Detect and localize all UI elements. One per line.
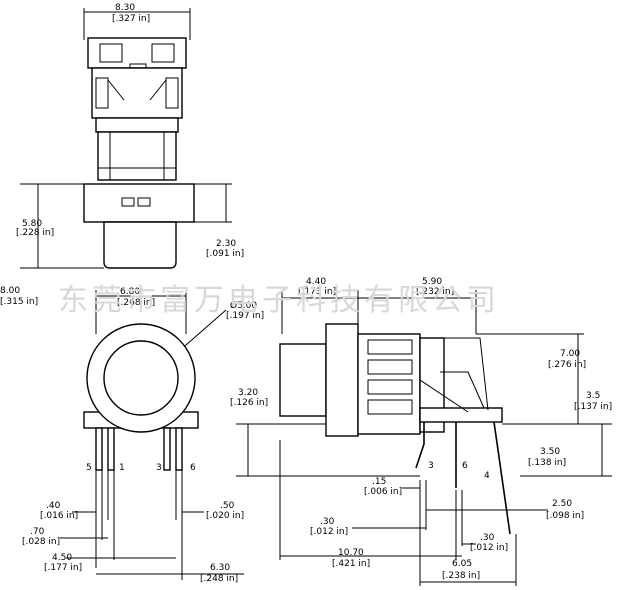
top-cap-mm: 2.30 (216, 239, 236, 249)
side-p1-in: [.006 in] (364, 487, 402, 497)
top-cap-in: [.091 in] (206, 249, 244, 259)
front-total-mm: 6.30 (210, 563, 230, 573)
side-upper-mm: 3.5 (586, 391, 600, 401)
front-left-in: [.315 in] (0, 297, 38, 307)
side-lower-in: [.138 in] (528, 458, 566, 468)
watermark: 东莞市富万电子科技有限公司 (58, 283, 500, 318)
side-p3-mm: 2.50 (552, 499, 572, 509)
top-width-mm: 8.30 (115, 3, 135, 13)
side-tip-mm: 6.05 (452, 559, 472, 569)
side-pin-3: 3 (428, 461, 434, 471)
front-dia-mm: Ø5.00 (230, 300, 257, 311)
front-pin-1: 1 (119, 463, 125, 473)
side-tip-in: [.238 in] (442, 571, 480, 581)
front-pitch2-in: [.028 in] (22, 537, 60, 547)
side-view: 4.40 [.173 in] 5.90 [.232 in] 3 6 4 7.00… (230, 277, 612, 586)
side-center-in: [.126 in] (230, 398, 268, 408)
side-tail-mm: 5.90 (422, 277, 442, 287)
top-view: 8.30 [.327 in] 5.80 [.228 in] 2.30 (16, 3, 244, 269)
side-p3-in: [.098 in] (546, 511, 584, 521)
front-row-mm: 4.50 (52, 553, 72, 563)
front-pinw-mm: .40 (46, 501, 61, 511)
side-len-in: [.421 in] (332, 559, 370, 569)
front-pin-3: 3 (156, 463, 162, 473)
side-p4-in: [.012 in] (470, 543, 508, 553)
front-pitch2-mm: .70 (30, 527, 45, 537)
front-pitch-in: [.268 in] (117, 298, 155, 308)
front-pinw2-mm: .50 (220, 501, 235, 511)
front-row-in: [.177 in] (44, 563, 82, 573)
side-height-in: [.276 in] (548, 360, 586, 370)
front-pinw2-in: [.020 in] (206, 511, 244, 521)
side-pin-6: 6 (462, 461, 468, 471)
side-p2-mm: .30 (320, 517, 335, 527)
side-tail-in: [.232 in] (416, 287, 454, 297)
side-upper-in: [.137 in] (574, 402, 612, 412)
side-p1-mm: .15 (372, 477, 386, 487)
top-height-in: [.228 in] (16, 228, 54, 238)
front-pitch-mm: 6.80 (120, 287, 140, 297)
side-body-in: [.173 in] (298, 287, 336, 297)
top-height-mm: 5.80 (22, 219, 42, 229)
top-width-in: [.327 in] (112, 14, 150, 24)
side-lower-mm: 3.50 (540, 447, 560, 457)
side-len-mm: 10.70 (338, 548, 364, 558)
side-body-mm: 4.40 (306, 277, 326, 287)
front-pin-5: 5 (86, 463, 92, 473)
front-dia-in: [.197 in] (226, 311, 264, 321)
front-total-in: [.248 in] (200, 574, 238, 584)
side-pin-4: 4 (484, 471, 490, 481)
front-view: 8.00 [.315 in] 6.80 [.268 in] Ø5.00 [.19… (0, 286, 264, 584)
front-pinw-in: [.016 in] (40, 511, 78, 521)
front-left-mm: 8.00 (0, 286, 20, 296)
side-center-mm: 3.20 (238, 388, 258, 398)
front-pin-6: 6 (190, 463, 196, 473)
side-p2-in: [.012 in] (310, 527, 348, 537)
side-height-mm: 7.00 (560, 349, 580, 359)
side-p4-mm: .30 (480, 533, 495, 543)
